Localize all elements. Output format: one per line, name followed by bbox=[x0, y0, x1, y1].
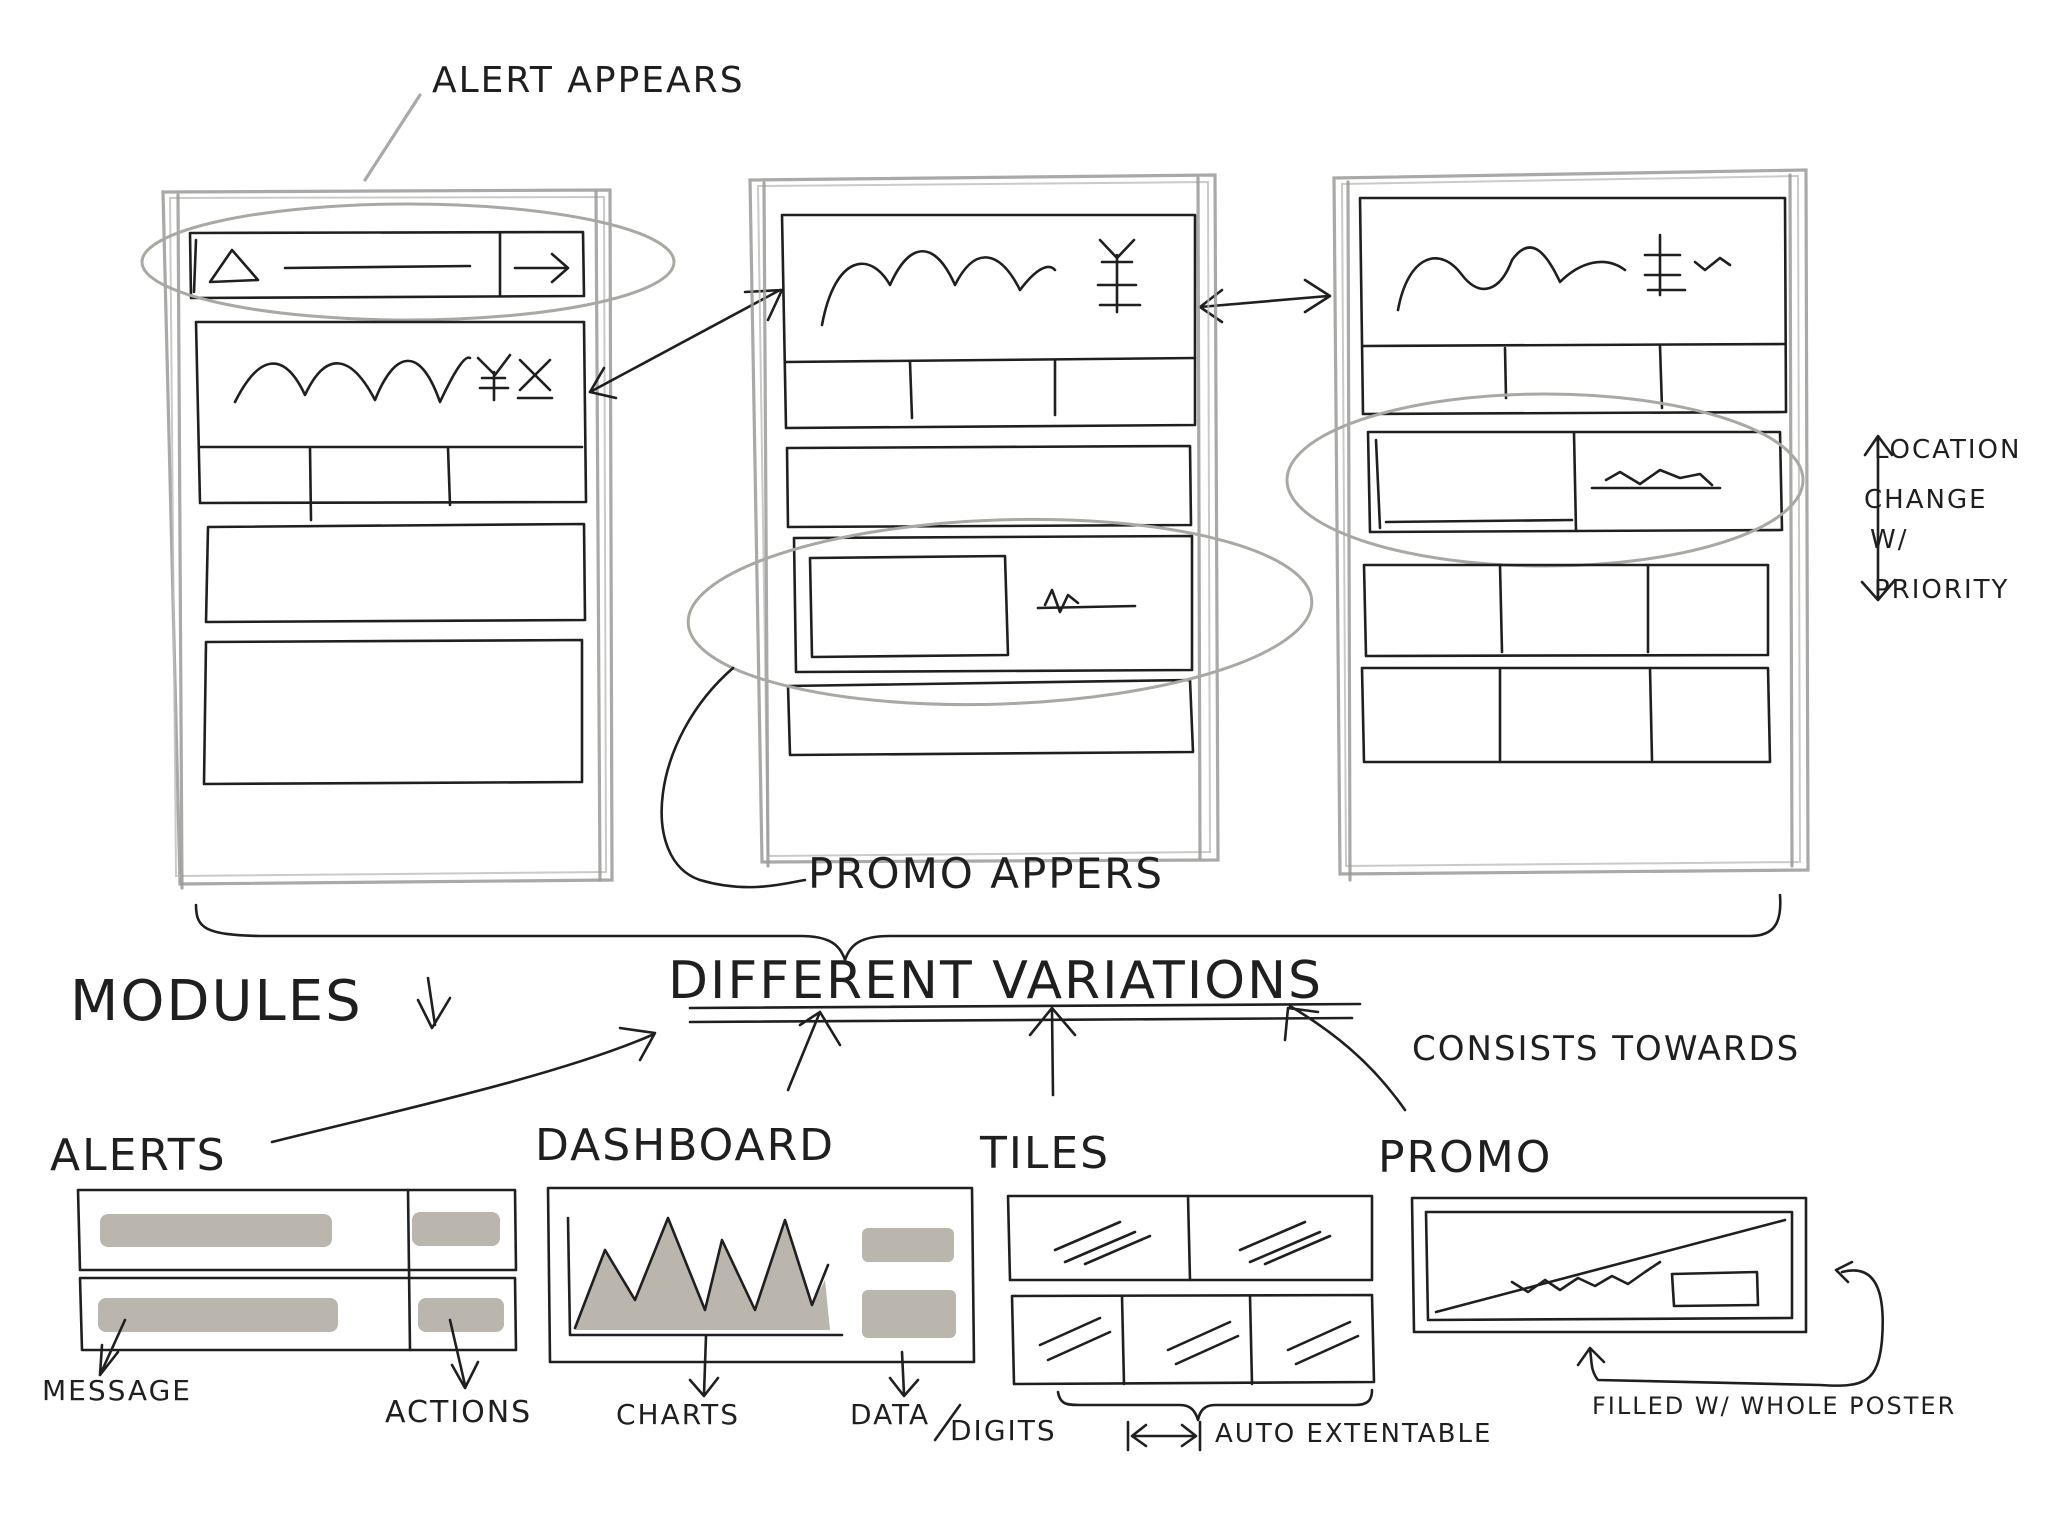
label-with: W/ bbox=[1870, 525, 1908, 555]
label-message: MESSAGE bbox=[42, 1374, 192, 1407]
label-alert-appears: ALERT APPEARS bbox=[432, 60, 745, 101]
resize-arrow-icon bbox=[1126, 1420, 1202, 1452]
label-promo-appears: PROMO APPERS bbox=[808, 849, 1164, 898]
promo-module bbox=[1410, 1196, 1884, 1387]
module-block-3 bbox=[785, 444, 1193, 529]
data-digits-slash bbox=[933, 1403, 962, 1442]
label-actions: ACTIONS bbox=[385, 1395, 532, 1430]
module-block-2 bbox=[202, 638, 584, 786]
tiles-module bbox=[1006, 1194, 1376, 1452]
label-change: CHANGE bbox=[1864, 485, 1988, 515]
brace-variations bbox=[194, 893, 1782, 962]
dashboard-module-1 bbox=[194, 320, 588, 522]
highlight-alert-loop bbox=[140, 202, 676, 322]
alerts-title: ALERTS bbox=[50, 1130, 227, 1181]
modules-arrow-icon bbox=[416, 976, 452, 1030]
actions-pointer bbox=[448, 1318, 480, 1390]
variations-underline bbox=[688, 1002, 1362, 1024]
dashboard-module-2 bbox=[780, 213, 1197, 430]
promo-pointer bbox=[1576, 1269, 1884, 1387]
highlight-promo-loop bbox=[686, 517, 1314, 707]
alert-bar bbox=[188, 230, 586, 300]
phone-frame-promo bbox=[748, 173, 1220, 868]
promo-pointer-line bbox=[660, 666, 807, 889]
message-pointer bbox=[98, 1318, 127, 1377]
dashboard-arrow bbox=[786, 1010, 842, 1092]
tiles-arrow bbox=[1028, 1006, 1077, 1097]
label-digits: DIGITS bbox=[950, 1414, 1057, 1447]
promo-module-priority bbox=[1366, 430, 1784, 534]
label-different-variations: DIFFERENT VARIATIONS bbox=[668, 951, 1323, 1011]
label-location: LOCATION bbox=[1874, 435, 2021, 465]
promo-arrow bbox=[1283, 1004, 1407, 1112]
swap-arrow-1 bbox=[588, 288, 784, 394]
label-filled-poster: FILLED W/ WHOLE POSTER bbox=[1592, 1392, 1956, 1420]
promo-title: PROMO bbox=[1378, 1132, 1552, 1183]
module-block-1 bbox=[204, 522, 587, 624]
phone-frame-alert bbox=[161, 188, 614, 890]
label-modules: MODULES bbox=[70, 969, 363, 1034]
dashboard-module-3 bbox=[1358, 196, 1788, 416]
dashboard-title: DASHBOARD bbox=[535, 1120, 835, 1171]
module-block-4 bbox=[786, 678, 1195, 757]
tiles-module-phone-1 bbox=[1362, 563, 1770, 658]
label-consists-towards: CONSISTS TOWARDS bbox=[1412, 1029, 1800, 1069]
alerts-arrow bbox=[270, 1026, 657, 1144]
promo-module-phone bbox=[792, 534, 1194, 674]
alerts-module bbox=[76, 1188, 518, 1390]
label-charts: CHARTS bbox=[616, 1398, 740, 1431]
charts-pointer bbox=[688, 1334, 720, 1398]
label-priority: PRIORITY bbox=[1874, 575, 2009, 605]
dashboard-module bbox=[546, 1186, 976, 1398]
alert-pointer-line bbox=[363, 93, 422, 182]
tiles-brace bbox=[1056, 1388, 1374, 1422]
swap-arrow-2 bbox=[1198, 278, 1332, 324]
double-arrow-vertical-icon bbox=[1860, 434, 1897, 602]
warning-icon bbox=[208, 248, 260, 284]
label-data: DATA bbox=[850, 1398, 930, 1431]
label-auto-extentable: AUTO EXTENTABLE bbox=[1215, 1419, 1492, 1449]
tiles-title: TILES bbox=[979, 1128, 1110, 1179]
tiles-module-phone-2 bbox=[1360, 666, 1772, 764]
phone-frame-priority bbox=[1332, 168, 1810, 882]
data-pointer bbox=[888, 1350, 920, 1398]
highlight-priority-loop bbox=[1285, 392, 1805, 568]
arrow-right-icon bbox=[513, 252, 570, 284]
